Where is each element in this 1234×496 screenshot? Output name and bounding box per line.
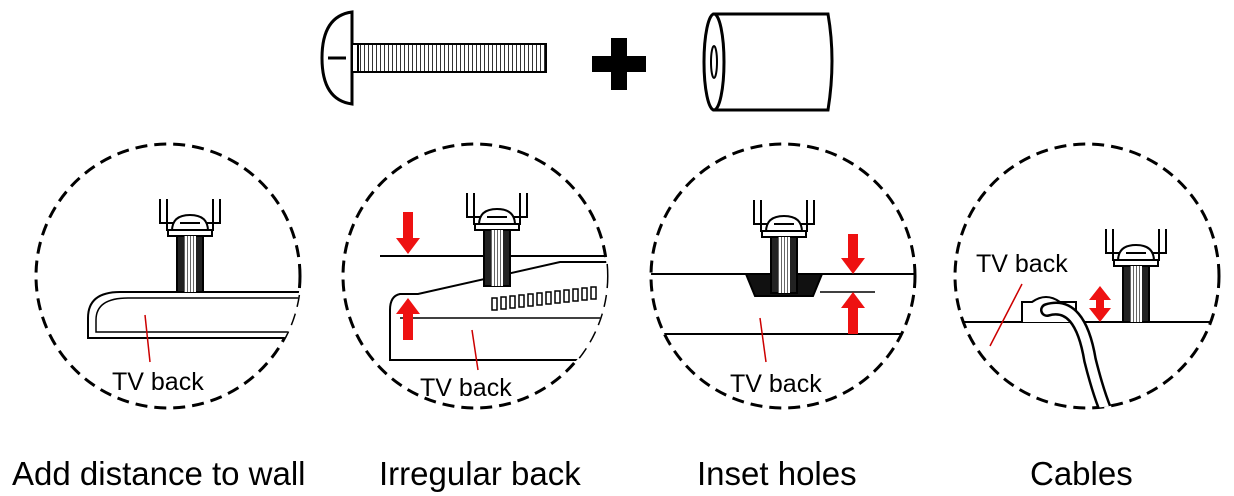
plus-icon [592, 38, 646, 90]
panel-caption: Irregular back [379, 455, 581, 492]
red-arrow-up-icon [396, 298, 420, 340]
panel-caption: Cables [1030, 455, 1133, 492]
red-double-arrow-icon [1089, 286, 1111, 322]
red-arrow-down-icon [396, 212, 420, 254]
spacer-icon [702, 12, 834, 112]
tv-back-label: TV back [730, 370, 822, 398]
panel-irregular-back: TV back Irregular back [341, 142, 609, 492]
red-arrow-down-icon [841, 234, 865, 274]
panel-caption: Inset holes [697, 455, 857, 492]
red-arrow-up-icon [841, 292, 865, 334]
panel-add-distance: TV back Add distance to wall [12, 142, 306, 492]
tv-back-label: TV back [112, 368, 204, 396]
tv-back-label: TV back [976, 250, 1068, 278]
tv-back-label: TV back [420, 374, 512, 402]
screw-icon [320, 10, 547, 106]
panel-caption: Add distance to wall [12, 455, 306, 492]
panel-inset-holes: TV back Inset holes [649, 142, 917, 492]
panel-cables: TV back Cables [953, 142, 1221, 492]
